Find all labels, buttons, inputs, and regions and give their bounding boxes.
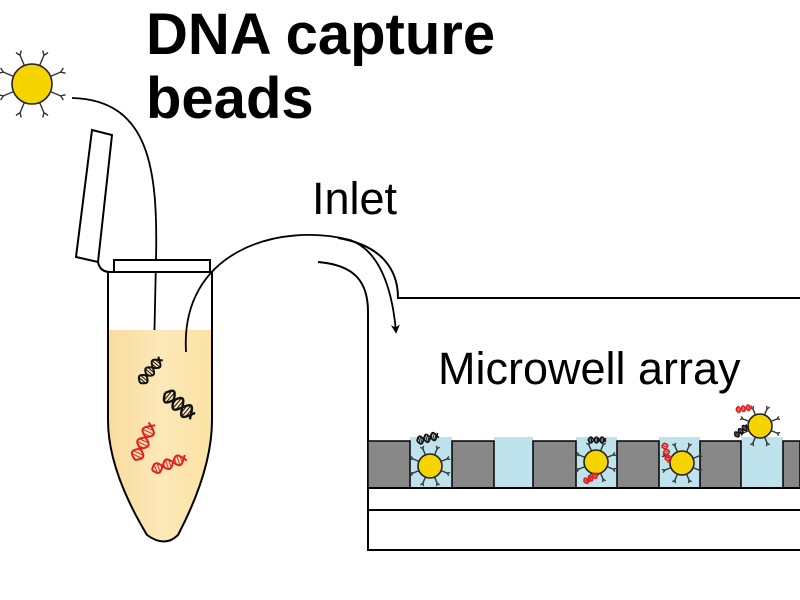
dna-helix-icon	[151, 454, 188, 474]
dna-helix-icon	[137, 356, 163, 385]
transfer-arrow	[185, 234, 400, 353]
dna-helix-icon	[735, 404, 753, 414]
dna-helix-icon	[162, 389, 196, 420]
dna-helix-icon	[661, 442, 672, 464]
dna-helix-icon	[587, 436, 607, 444]
tube-outline	[107, 271, 213, 543]
inlet-wall-outer	[337, 237, 800, 299]
microcentrifuge-tube-icon	[107, 259, 213, 543]
bead-addition-arrow	[71, 97, 159, 354]
microwell-array-label: Microwell array	[438, 343, 741, 394]
title-line-2: beads	[146, 66, 314, 131]
dna-helix-icon	[733, 424, 749, 438]
capture-bead-icon	[409, 445, 451, 487]
tube-rim	[113, 259, 211, 273]
well-wall	[451, 440, 495, 489]
array-beads	[409, 404, 781, 487]
microwell	[494, 437, 533, 488]
title-line-1: DNA capture	[146, 2, 495, 67]
well-wall	[532, 440, 577, 489]
chip-channel-outline	[317, 261, 800, 551]
well-wall	[367, 440, 411, 489]
capture-bead-icon	[0, 50, 66, 118]
well-wall	[699, 440, 742, 489]
tube-lid	[74, 128, 114, 264]
well-wall	[782, 440, 800, 489]
dna-helix-icon	[130, 421, 156, 461]
capture-bead-icon	[739, 405, 781, 447]
inlet-label: Inlet	[312, 173, 398, 224]
microwell	[741, 437, 783, 488]
dna-helix-icon	[416, 431, 440, 445]
dna-group-tube	[130, 356, 196, 474]
capture-bead-icon	[661, 442, 703, 484]
capture-bead-icon	[0, 50, 66, 118]
dna-helix-icon	[583, 472, 600, 485]
well-wall	[616, 440, 660, 489]
lid-hinge	[97, 261, 111, 273]
